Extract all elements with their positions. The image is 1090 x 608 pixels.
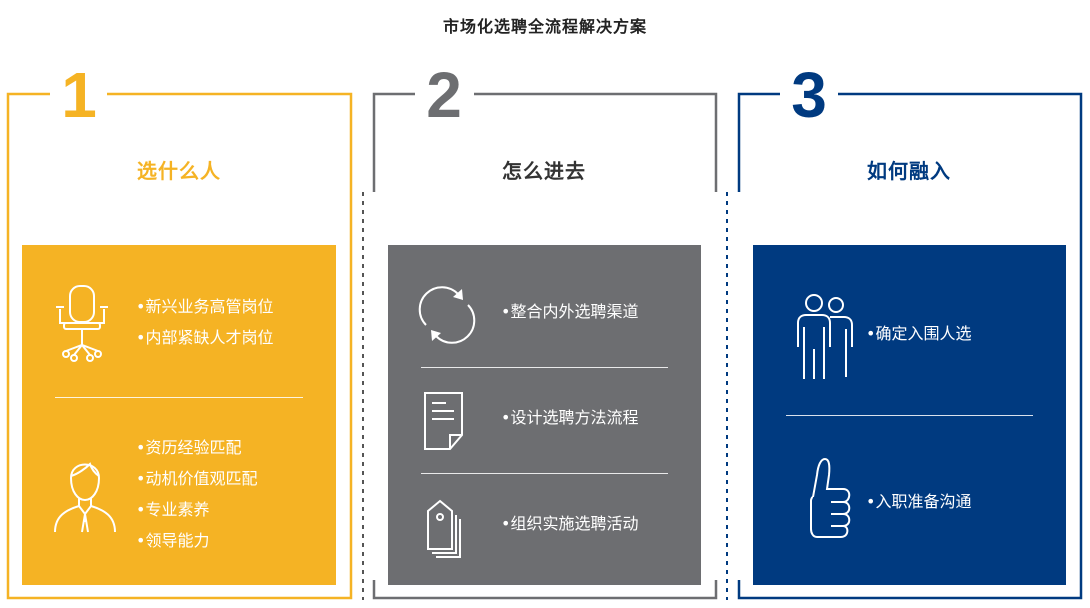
step-number-3: 3: [791, 59, 827, 131]
item-group-2-2: •设计选聘方法流程: [501, 402, 638, 433]
divider: [55, 397, 303, 398]
frame-column-2: [372, 92, 718, 600]
list-item: •专业素养: [136, 500, 210, 519]
heading-column-1: 选什么人: [137, 159, 221, 183]
frame-column-3: [737, 92, 1083, 600]
list-item: •确定入围人选: [866, 324, 972, 343]
list-item: •新兴业务高管岗位: [136, 297, 274, 316]
list-item: •组织实施选聘活动: [501, 514, 639, 533]
item-group-1-1: •新兴业务高管岗位 •内部紧缺人才岗位: [136, 291, 273, 353]
frame-column-1: [6, 92, 353, 600]
refresh-cycle-icon: [418, 286, 476, 344]
heading-column-2: 怎么进去: [502, 159, 586, 183]
page-title: 市场化选聘全流程解决方案: [442, 17, 647, 36]
tag-icon: [427, 499, 461, 558]
item-group-2-1: •整合内外选聘渠道: [501, 296, 638, 327]
item-group-3-2: •入职准备沟通: [866, 486, 971, 517]
list-item: •动机价值观匹配: [136, 469, 258, 488]
divider: [421, 473, 668, 474]
content-box-column-1: •新兴业务高管岗位 •内部紧缺人才岗位 •资历经验匹配 •动机价值观匹配 •专业…: [22, 245, 336, 585]
list-item: •资历经验匹配: [136, 438, 242, 457]
person-bust-icon: [54, 462, 116, 533]
thumbs-up-icon: [810, 457, 851, 538]
divider: [786, 415, 1033, 416]
list-item: •内部紧缺人才岗位: [136, 328, 274, 347]
two-people-icon: [797, 294, 853, 379]
content-box-column-2: •整合内外选聘渠道 •设计选聘方法流程 •组织实施选聘活动: [388, 245, 701, 585]
list-item: •入职准备沟通: [866, 492, 972, 511]
list-item: •设计选聘方法流程: [501, 408, 639, 427]
step-number-2: 2: [426, 59, 462, 131]
content-box-column-3: •确定入围人选 •入职准备沟通: [753, 245, 1066, 585]
divider: [421, 367, 668, 368]
step-number-1: 1: [61, 59, 97, 131]
list-item: •整合内外选聘渠道: [501, 302, 639, 321]
item-group-3-1: •确定入围人选: [866, 318, 971, 349]
document-icon: [424, 392, 463, 450]
heading-column-3: 如何融入: [867, 159, 951, 183]
item-group-2-3: •组织实施选聘活动: [501, 508, 638, 539]
office-chair-icon: [56, 285, 108, 362]
list-item: •领导能力: [136, 531, 210, 550]
item-group-1-2: •资历经验匹配 •动机价值观匹配 •专业素养 •领导能力: [136, 432, 257, 556]
